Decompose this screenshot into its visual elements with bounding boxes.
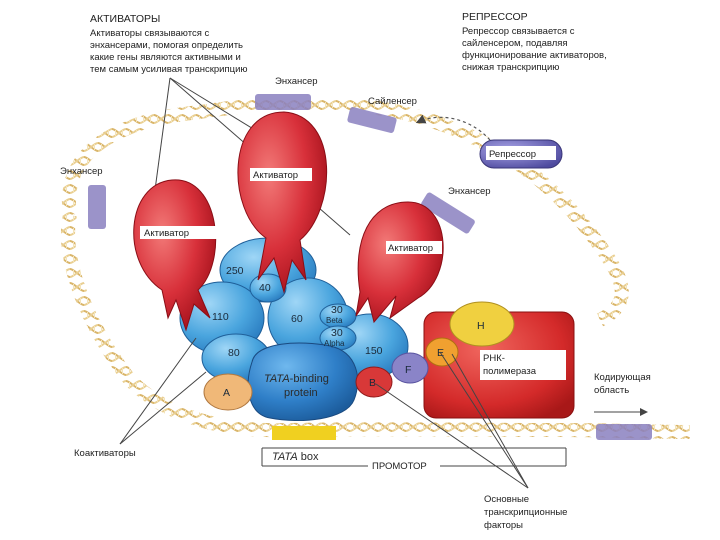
subunit-110-label: 110 xyxy=(212,311,229,323)
tbp-label-line-2: protein xyxy=(284,387,318,399)
enhancer-right-label: Энхансер xyxy=(448,186,491,197)
silencer-segment xyxy=(347,107,397,133)
repressor-note-line-1: Репрессор связывается с xyxy=(462,26,575,37)
promoter-region: TATA box ПРОМОТОР xyxy=(261,447,567,472)
activators-note-line-3: какие гены являются активными и xyxy=(90,52,241,63)
factor-a-label: A xyxy=(223,387,230,399)
tata-box-marker xyxy=(272,426,336,440)
subunit-40 xyxy=(249,273,287,303)
enhancer-segment-right xyxy=(421,192,475,234)
general-tf-leader-lines xyxy=(375,351,529,489)
repressor-label: Репрессор xyxy=(489,149,536,160)
enhancer-left-label: Энхансер xyxy=(60,166,103,177)
coding-region-label-1: Кодирующая xyxy=(594,372,651,383)
enhancer-segment-left xyxy=(88,185,106,229)
repressor-note-line-4: снижая транскрипцию xyxy=(462,62,559,73)
tata-box-label: TATA box xyxy=(272,451,319,463)
repressor-note-line-2: сайленсером, подавляя xyxy=(462,38,568,49)
activators-note-line-2: энхансерами, помогая определить xyxy=(90,40,243,51)
activator-2: Активатор xyxy=(237,111,328,294)
activator-3: Активатор xyxy=(355,201,444,324)
subunit-30-beta-num: 30 xyxy=(331,304,343,316)
activators-note-line-4: тем самым усиливая транскрипцию xyxy=(90,64,248,75)
factor-h: H xyxy=(449,301,515,347)
coding-region-label-2: область xyxy=(594,385,629,396)
general-tf-label-1: Основные xyxy=(484,494,529,505)
subunit-30-alpha-num: 30 xyxy=(331,327,343,339)
silencer-label: Сайленсер xyxy=(368,96,417,107)
subunit-80-label: 80 xyxy=(228,347,240,359)
activator-1-label: Активатор xyxy=(144,228,189,239)
repressor-note: РЕПРЕССОР Репрессор связывается с сайлен… xyxy=(462,11,607,73)
enhancer-segment-top xyxy=(255,94,311,110)
subunit-alpha-label: Alpha xyxy=(324,339,345,348)
activator-1: Активатор xyxy=(133,179,220,332)
factor-e: E xyxy=(425,337,459,367)
subunit-150-label: 150 xyxy=(365,345,383,357)
factor-b-label: B xyxy=(369,377,376,389)
coactivators-leader-lines xyxy=(119,337,207,445)
subunit-60-label: 60 xyxy=(291,313,303,325)
general-tf-label-2: транскрипционные xyxy=(484,507,567,518)
factor-b: B xyxy=(355,366,393,398)
activator-3-label: Активатор xyxy=(388,243,433,254)
repressor-arrow xyxy=(415,114,491,141)
repressor-note-line-3: функционирование активаторов, xyxy=(462,50,607,61)
subunit-40-label: 40 xyxy=(259,282,271,294)
factor-f: F xyxy=(391,352,429,384)
rna-pol-label-1: РНК- xyxy=(483,353,505,364)
repressor-note-title: РЕПРЕССОР xyxy=(462,11,528,23)
factor-a: A xyxy=(203,373,253,411)
repressor-protein: Репрессор xyxy=(479,139,563,169)
rna-pol-label-2: полимераза xyxy=(483,366,537,377)
activators-note-title: АКТИВАТОРЫ xyxy=(90,13,160,25)
promoter-label: ПРОМОТОР xyxy=(372,461,427,472)
factor-h-label: H xyxy=(477,320,485,332)
tbp-label-line-1: TATA-binding xyxy=(264,373,329,385)
activators-note: АКТИВАТОРЫ Активаторы связываются с энха… xyxy=(90,13,248,75)
coding-region-segment xyxy=(596,424,652,440)
activators-note-line-1: Активаторы связываются с xyxy=(90,28,209,39)
subunit-250-label: 250 xyxy=(226,265,244,277)
tata-binding-protein: TATA-binding protein xyxy=(247,342,359,422)
coactivators-label: Коактиваторы xyxy=(74,448,136,459)
activator-2-label: Активатор xyxy=(253,170,298,181)
subunit-beta-label: Beta xyxy=(326,316,343,325)
general-tf-label-3: факторы xyxy=(484,520,523,531)
enhancer-top-label: Энхансер xyxy=(275,76,318,87)
factor-f-label: F xyxy=(405,364,411,376)
